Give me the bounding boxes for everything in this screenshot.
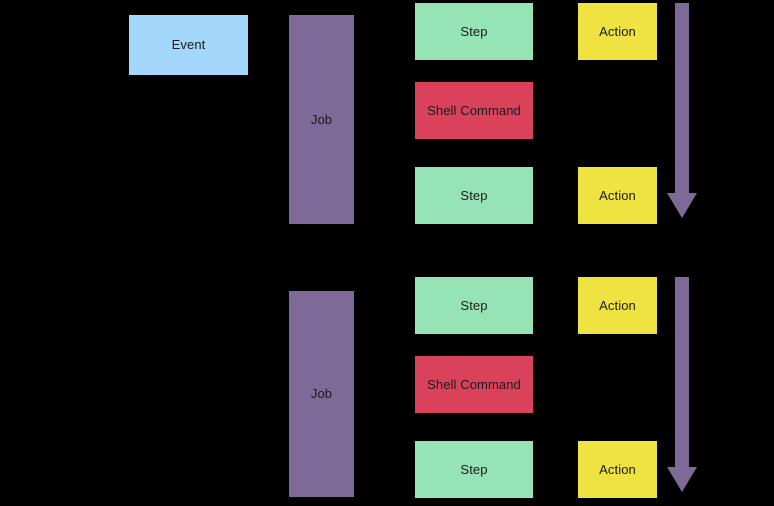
node-action-1[interactable]: Action (578, 3, 657, 60)
node-step-1[interactable]: Step (415, 3, 533, 60)
node-label: Step (460, 461, 488, 477)
node-label: Shell Command (427, 102, 521, 118)
node-action-2[interactable]: Action (578, 167, 657, 224)
node-step-3[interactable]: Step (415, 277, 533, 334)
node-job-1[interactable]: Job (289, 15, 354, 224)
node-action-3[interactable]: Action (578, 277, 657, 334)
node-label: Shell Command (427, 376, 521, 392)
node-job-2[interactable]: Job (289, 291, 354, 497)
node-label: Action (599, 461, 636, 477)
node-label: Event (171, 37, 206, 53)
arrow-down-icon-job-1 (666, 3, 698, 218)
node-action-4[interactable]: Action (578, 441, 657, 498)
node-label: Action (599, 297, 636, 313)
node-label: Job (310, 386, 333, 402)
node-shell-command-1[interactable]: Shell Command (415, 82, 533, 139)
node-label: Step (460, 23, 488, 39)
node-label: Job (310, 111, 333, 127)
node-label: Step (460, 187, 488, 203)
node-step-4[interactable]: Step (415, 441, 533, 498)
node-label: Action (599, 187, 636, 203)
arrow-down-icon-job-2 (666, 277, 698, 492)
node-step-2[interactable]: Step (415, 167, 533, 224)
node-label: Step (460, 297, 488, 313)
node-event-1[interactable]: Event (129, 15, 248, 75)
node-shell-command-2[interactable]: Shell Command (415, 356, 533, 413)
node-label: Action (599, 23, 636, 39)
